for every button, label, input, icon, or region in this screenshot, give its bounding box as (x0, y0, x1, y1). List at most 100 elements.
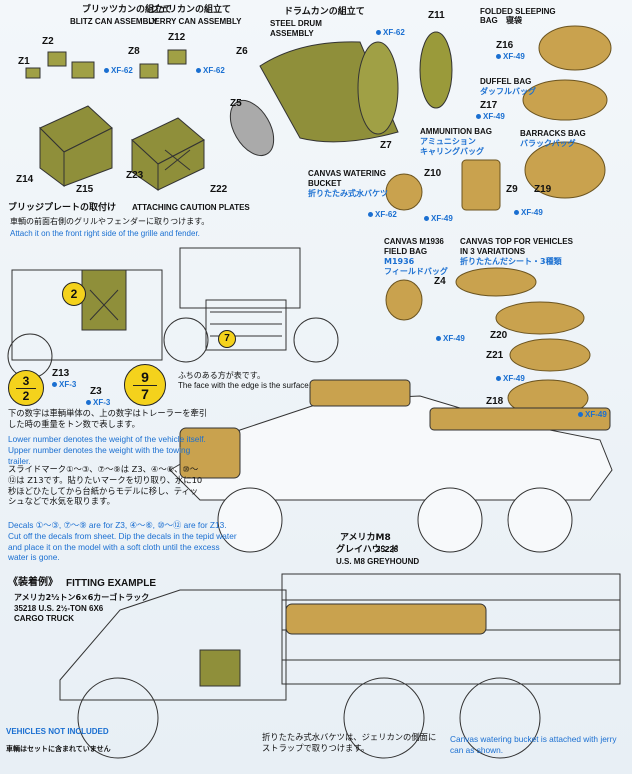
part-label-z11: Z11 (428, 10, 445, 21)
sleeping-bag-en2: BAG (480, 16, 498, 25)
cargo-truck-drawing (59, 573, 621, 759)
bucket-en1: CANVAS WATERING (308, 169, 386, 178)
bags-drawing (385, 25, 612, 417)
paint-xf49-bucket: XF-49 (424, 214, 453, 223)
decal-badge-7-text: 7 (224, 333, 230, 344)
blitz-title-jp: ブリッツカンの組立て (82, 5, 173, 15)
truck-jp: アメリカ2½トン6×6カーゴトラック (14, 593, 150, 602)
greyhound-jp1: アメリカM8 (340, 533, 391, 543)
canvas-top-en1: CANVAS TOP FOR VEHICLES (460, 237, 573, 246)
decal-badge-2-text: 2 (70, 287, 78, 301)
paint-xf49-sleeping: XF-49 (496, 52, 525, 61)
ammo-bag-en: AMMUNITION BAG (420, 127, 492, 136)
duffel-bag-en: DUFFEL BAG (480, 77, 532, 86)
truck-front-drawing (163, 247, 339, 363)
part-label-z22: Z22 (210, 184, 228, 195)
part-label-z17: Z17 (480, 100, 498, 111)
surface-note-en: The face with the edge is the surface. (178, 381, 311, 390)
part-label-z13: Z13 (52, 368, 70, 379)
paint-xf49-field: XF-49 (436, 334, 465, 343)
drum-title-en2: ASSEMBLY (270, 29, 314, 38)
drum-title-jp: ドラムカンの組立て (284, 7, 365, 17)
barracks-bag-en: BARRACKS BAG (520, 129, 586, 138)
decal-note-jp: スライドマーク①～③、⑦～⑨は Z3、④～⑥、⑩～⑫は Z13です。貼りたいマー… (8, 464, 203, 507)
part-label-z2: Z2 (42, 36, 54, 47)
field-bag-en1: CANVAS M1936 (384, 237, 444, 246)
part-label-z4: Z4 (434, 276, 446, 287)
paint-xf3-z13: XF-3 (52, 380, 76, 389)
part-label-z19: Z19 (534, 184, 552, 195)
weight-note-en: Lower number denotes the weight of the v… (8, 434, 206, 466)
part-label-z10: Z10 (424, 168, 442, 179)
part-label-z9: Z9 (506, 184, 518, 195)
decal-badge-7: 7 (218, 330, 236, 348)
plate-note-jp: 車輌の前面右側のグリルやフェンダーに取りつけます。 (10, 217, 210, 226)
jeep-drawing (7, 269, 163, 379)
sleeping-bag-en: FOLDED SLEEPING (480, 7, 556, 16)
paint-xf62-jerry: XF-62 (196, 66, 225, 75)
ammo-bag-jp1: アミュニション (420, 137, 476, 146)
paint-xf62-drum: XF-62 (376, 28, 405, 37)
vehicles-not-included-en: VEHICLES NOT INCLUDED (6, 727, 109, 736)
decal-lower: 2 (22, 388, 30, 403)
part-label-z15: Z15 (76, 184, 94, 195)
steel-drum-drawing (229, 31, 453, 156)
duffel-bag-jp: ダッフルバッグ (480, 87, 536, 96)
part-label-z7: Z7 (380, 140, 392, 151)
canvas-top-en2: IN 3 VARIATIONS (460, 247, 526, 256)
part-label-z23: Z23 (126, 170, 144, 181)
bucket-note-jp: 折りたたみ式水バケツは、ジェリカンの側面にストラップで取りつけます。 (262, 732, 437, 753)
paint-xf49-z18: XF-49 (578, 410, 607, 419)
blitz-title-en: BLITZ CAN ASSEMBLY (70, 17, 158, 26)
paint-xf49-z21: XF-49 (496, 374, 525, 383)
part-label-z3: Z3 (90, 386, 102, 397)
greyhound-drawing (169, 379, 613, 553)
truck-en1: 35218 U.S. 2½-TON 6X6 (14, 604, 104, 613)
weight-note-jp: 下の数字は車輌単体の、上の数字はトレーラーを牽引した時の重量をトン数で表します。 (8, 408, 208, 429)
jerry-title-en: JERRY CAN ASSEMBLY (150, 17, 242, 26)
part-label-z14: Z14 (16, 174, 34, 185)
paint-xf49-barracks: XF-49 (514, 208, 543, 217)
bucket-en2: BUCKET (308, 179, 342, 188)
fitting-title-jp: 《装着例》 (8, 577, 58, 588)
field-bag-jp2: フィールドバッグ (384, 267, 448, 276)
paint-xf49-duffel: XF-49 (476, 112, 505, 121)
field-bag-jp1: M1936 (384, 257, 415, 266)
fitting-title-en: FITTING EXAMPLE (66, 578, 156, 589)
greyhound-en: U.S. M8 GREYHOUND (336, 557, 420, 566)
vehicles-not-included-jp: 車輌はセットに含まれていません (6, 745, 111, 753)
plate-note-en: Attach it on the front right side of the… (10, 229, 200, 238)
part-label-z20: Z20 (490, 330, 508, 341)
blitz-can-drawing (25, 51, 113, 187)
part-label-z12: Z12 (168, 32, 186, 43)
drum-title-en1: STEEL DRUM (270, 19, 322, 28)
paint-xf62-blitz: XF-62 (104, 66, 133, 75)
paint-xf62-bucket: XF-62 (368, 210, 397, 219)
part-label-z6: Z6 (236, 46, 248, 57)
truck-en2: CARGO TRUCK (14, 614, 74, 623)
part-label-z16: Z16 (496, 40, 514, 51)
part-label-z18: Z18 (486, 396, 504, 407)
decal-note-en: Decals ①～③, ⑦～⑨ are for Z3, ④～⑥, ⑩～⑫ are… (8, 520, 237, 563)
greyhound-jp2: グレイハウンド (336, 545, 399, 555)
jerry-can-drawing (131, 49, 205, 191)
paint-xf3-z3: XF-3 (86, 398, 110, 407)
part-label-z5: Z5 (230, 98, 242, 109)
part-label-z1: Z1 (18, 56, 30, 67)
bucket-note-en: Canvas watering bucket is attached with … (450, 734, 617, 755)
decal-lower: 7 (141, 385, 149, 402)
canvas-top-jp: 折りたたんだシート・3種類 (460, 257, 562, 266)
barracks-bag-jp: バラックバッグ (520, 139, 576, 148)
jerry-title-jp: ジェリカンの組立て (150, 5, 232, 15)
bucket-jp: 折りたたみ式水バケツ (308, 189, 388, 198)
greyhound-code: 35228 (376, 545, 399, 554)
decal-upper: 9 (141, 368, 149, 385)
part-label-z21: Z21 (486, 350, 504, 361)
surface-note-jp: ふちのある方が表です。 (178, 371, 265, 380)
part-label-z8: Z8 (128, 46, 140, 57)
field-bag-en2: FIELD BAG (384, 247, 428, 256)
